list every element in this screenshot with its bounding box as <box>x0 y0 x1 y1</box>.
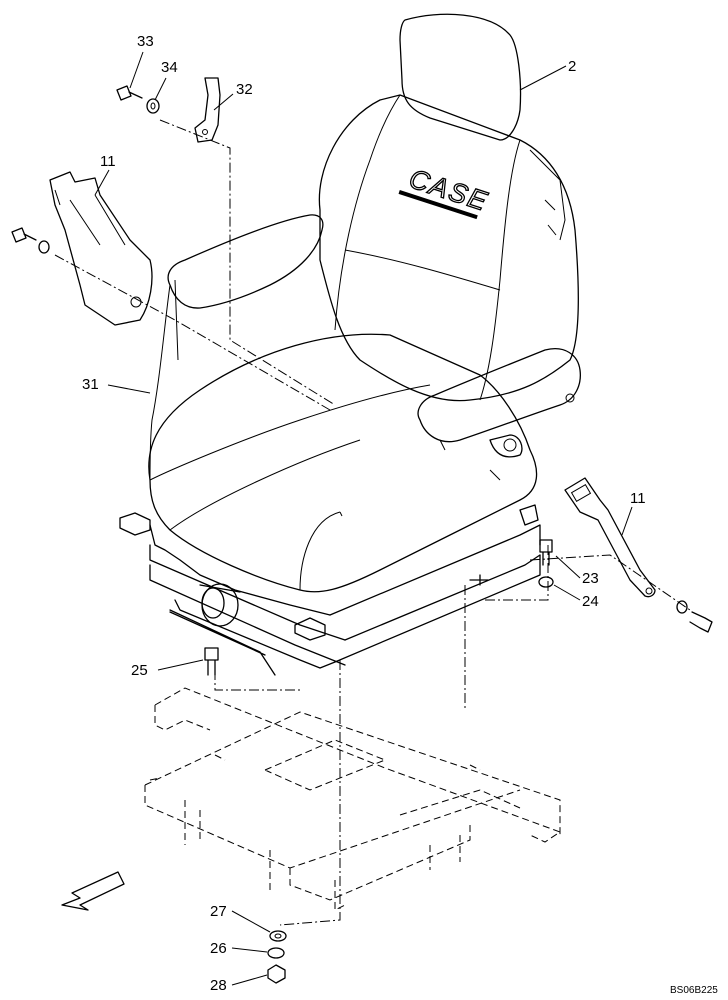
callout-2: 2 <box>568 58 576 75</box>
logo-underline <box>398 190 478 220</box>
bolt-11-left <box>11 227 50 254</box>
callout-27: 27 <box>210 903 227 920</box>
callout-33: 33 <box>137 33 154 50</box>
bolt-33 <box>116 85 143 101</box>
lock-washer-26 <box>267 947 285 959</box>
washer-24 <box>538 576 554 588</box>
base-frame <box>144 687 562 911</box>
bolt-25 <box>204 647 219 676</box>
callout-28: 28 <box>210 977 227 994</box>
nut-28 <box>267 964 286 984</box>
armrest-right <box>417 348 581 481</box>
callout-11-left: 11 <box>100 153 116 170</box>
seat-belt-right <box>564 477 656 598</box>
front-direction-arrow-icon <box>61 871 125 911</box>
headrest <box>399 13 522 141</box>
bolt-23 <box>539 539 553 566</box>
guide-lines <box>54 119 691 926</box>
washer-34 <box>146 98 160 114</box>
seat-suspension <box>119 504 541 676</box>
callout-24: 24 <box>582 593 599 610</box>
seat-back <box>318 94 579 402</box>
callout-32: 32 <box>236 81 253 98</box>
callout-31: 31 <box>82 376 99 393</box>
reference-code: BS06B225 <box>670 985 718 996</box>
seat-belt-left <box>49 171 153 326</box>
armrest-left <box>167 214 324 361</box>
callout-11-right: 11 <box>630 490 646 507</box>
leader-lines <box>94 51 633 986</box>
callout-26: 26 <box>210 940 227 957</box>
callout-25: 25 <box>131 662 148 679</box>
bracket-32 <box>194 77 221 143</box>
brand-logo: CASE <box>398 163 493 220</box>
seat-cushion <box>148 333 538 593</box>
callouts: 2 33 34 32 11 31 11 23 24 25 27 26 28 <box>82 33 646 994</box>
callout-23: 23 <box>582 570 599 587</box>
washer-27 <box>269 930 287 942</box>
seat-cover <box>149 284 171 481</box>
callout-34: 34 <box>161 59 178 76</box>
bolt-11-right <box>676 600 713 633</box>
